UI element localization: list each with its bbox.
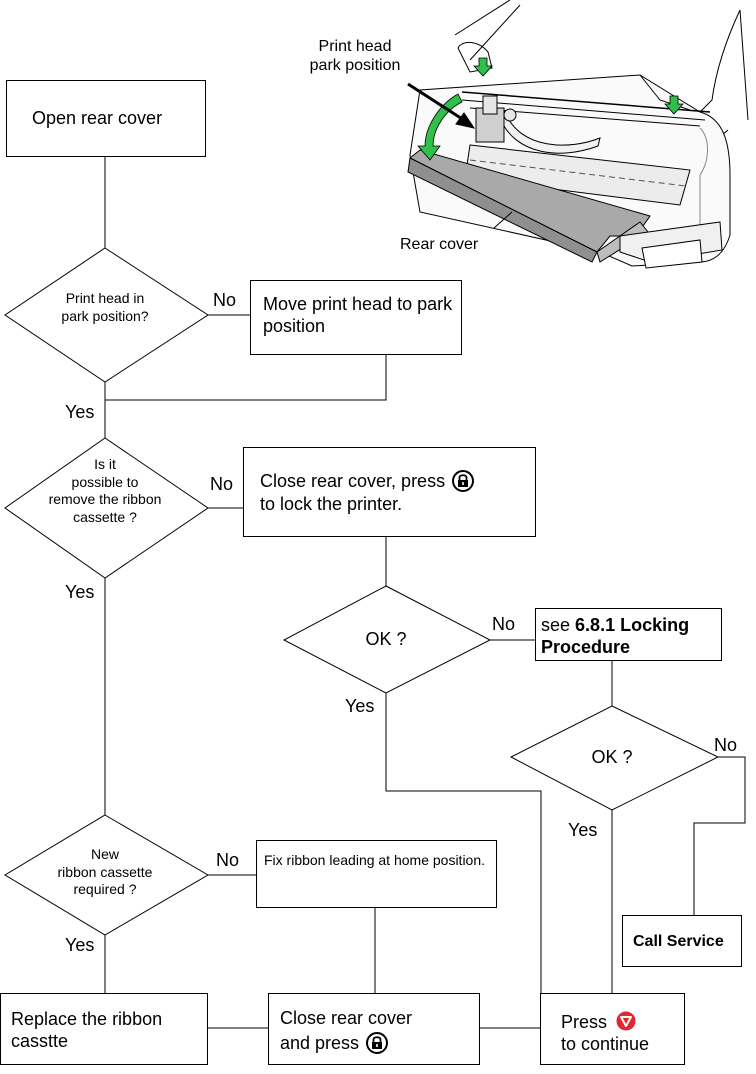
decision-ok2-diamond [509,705,720,811]
decision-remove-line4: cassette ? [73,508,137,525]
step-close-and-lock-line1: Close rear cover, press [260,470,475,493]
label-print-head-park: Print head park position [300,37,410,75]
label-rear-cover: Rear cover [400,236,479,253]
locking-procedure-ref[interactable]: 6.8.1 Locking Procedure [541,615,690,657]
step-close-and-lock: Close rear cover, press to lock the prin… [243,447,536,537]
branch-yes-remove: Yes [65,582,95,602]
decision-new-cassette-line1: New [90,846,119,862]
step-press-continue-text-a: Press [561,1012,608,1032]
step-see-locking-line1: see 6.8.1 Locking Procedure [541,615,721,658]
decision-remove-line3: remove the ribbon [48,491,162,507]
green-arrow-left [473,57,493,77]
step-close-and-press: Close rear cover and press [268,993,480,1065]
left-hand [454,0,521,73]
decision-remove-diamond [4,437,209,579]
decision-park-line2: park position? [61,307,149,324]
step-call-service: Call Service [622,915,742,967]
step-close-and-press-line1: Close rear cover [280,1008,413,1028]
decision-remove-label: Is it possible to remove the ribbon cass… [27,456,183,526]
callout-arrowhead [455,112,476,129]
step-open-rear-cover: Open rear cover [6,80,206,157]
step-close-and-lock-text-a: Close rear cover, press [260,471,446,491]
step-press-continue: Press to continue [540,993,685,1065]
lock-key-icon [452,470,475,492]
step-replace-ribbon-label: Replace the ribbon casstte [11,1009,163,1051]
branch-no-remove: No [210,474,234,494]
green-arrow-right [664,95,684,115]
branch-yes-ok1: Yes [345,696,375,716]
step-close-and-press-text-b: and press [280,1033,360,1053]
decision-park-line1: Print head in [65,290,145,306]
label-print-head-line1: Print head [318,38,392,55]
lock-key-icon [366,1032,389,1054]
branch-no-new-cassette: No [216,850,240,870]
step-replace-ribbon: Replace the ribbon casstte [0,993,208,1065]
decision-ok2-label: OK ? [591,747,633,767]
step-move-print-head: Move print head to park position [250,280,462,355]
decision-remove-line2: possible to [71,473,139,490]
decision-park-label: Print head in park position? [27,290,183,325]
branch-no-ok2: No [714,735,738,755]
step-see-locking-procedure: see 6.8.1 Locking Procedure [535,608,722,661]
step-press-continue-line1: Press [561,1011,636,1034]
step-press-continue-line2: to continue [561,1034,650,1054]
step-open-rear-cover-label: Open rear cover [32,108,163,128]
step-close-and-lock-line2: to lock the printer. [260,494,403,514]
branch-no-park: No [213,290,237,310]
connector-lines [104,157,746,1029]
decision-shapes [4,247,720,936]
step-fix-ribbon: Fix ribbon leading at home position. [256,840,497,908]
branch-yes-new-cassette: Yes [65,935,95,955]
step-move-print-head-label: Move print head to park position [263,294,453,336]
step-close-and-press-line2: and press [280,1032,389,1055]
decision-park-diamond [4,247,209,383]
see-prefix: see [541,615,571,635]
step-fix-ribbon-label: Fix ribbon leading at home position. [264,852,486,868]
decision-remove-line1: Is it [94,456,116,472]
branch-yes-ok2: Yes [568,820,598,840]
continue-down-triangle-icon [616,1011,636,1031]
decision-new-cassette-diamond [4,814,209,936]
branch-no-ok1: No [492,614,516,634]
decision-ok1-diamond [282,585,492,694]
step-call-service-label: Call Service [633,933,724,950]
branch-yes-park: Yes [65,402,95,422]
decision-ok1-label: OK ? [365,629,407,649]
printer-illustration [407,0,749,269]
decision-new-cassette-line2: ribbon cassette [57,863,153,880]
decision-new-cassette-label: New ribbon cassette required ? [27,846,183,899]
label-print-head-line2: park position [309,57,401,75]
decision-new-cassette-line3: required ? [73,881,137,897]
